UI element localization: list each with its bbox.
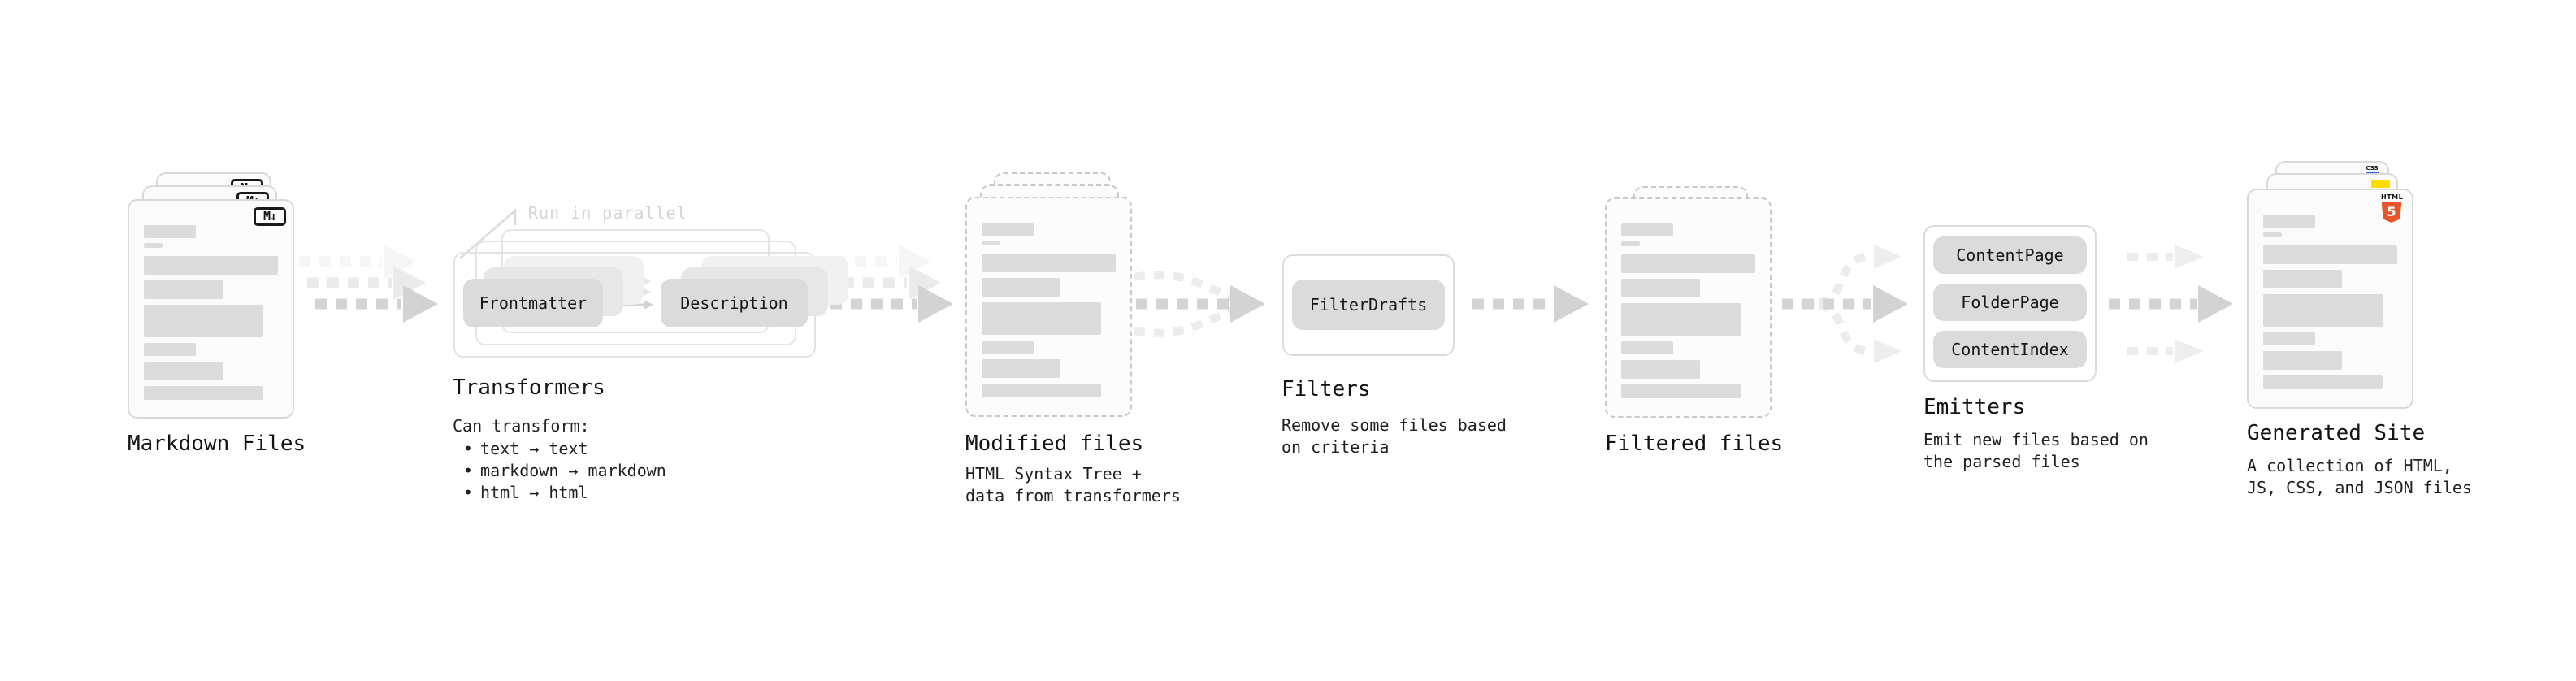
- text-placeholder-bar: [144, 305, 263, 337]
- description-pill: Description: [661, 279, 808, 327]
- text-placeholder-bar: [1621, 360, 1700, 379]
- js-icon: [2371, 180, 2390, 188]
- text-placeholder-bar: [982, 254, 1116, 272]
- transformers-bullets: • text → text • markdown → markdown • ht…: [453, 438, 666, 504]
- text-placeholder-bar: [2263, 332, 2315, 345]
- text-placeholder-bar: [2263, 294, 2383, 327]
- text-placeholder-bar: [1621, 303, 1741, 336]
- contentpage-pill: ContentPage: [1933, 236, 2087, 274]
- text-placeholder-bar: [144, 280, 223, 299]
- text-placeholder-bar: [2263, 270, 2342, 288]
- modified-files-description: HTML Syntax Tree + data from transformer…: [965, 464, 1181, 505]
- text-placeholder-bar: [2263, 232, 2282, 237]
- text-placeholder-bar: [144, 343, 196, 356]
- bullet-text: text → text: [480, 439, 588, 458]
- bullet-item: • html → html: [453, 482, 666, 504]
- text-placeholder-bar: [2263, 215, 2315, 228]
- filtered-files-label: Filtered files: [1605, 432, 1784, 456]
- text-placeholder-bar: [982, 241, 1000, 245]
- contentindex-pill: ContentIndex: [1933, 331, 2087, 368]
- text-placeholder-bar: [982, 384, 1101, 397]
- text-placeholder-bar: [144, 362, 223, 380]
- text-placeholder-bar: [1621, 254, 1755, 273]
- text-placeholder-bar: [982, 278, 1060, 297]
- bullet-item: • markdown → markdown: [453, 460, 666, 482]
- filterdrafts-pill: FilterDrafts: [1292, 280, 1445, 330]
- arrow-modified-to-filters: [1134, 271, 1265, 337]
- folderpage-pill: FolderPage: [1933, 284, 2087, 321]
- text-placeholder-bar: [982, 302, 1101, 335]
- markdown-icon: M↓: [254, 207, 286, 226]
- bullet-dot: •: [463, 439, 474, 458]
- text-placeholder-bar: [1621, 241, 1640, 246]
- bullet-text: html → html: [480, 483, 588, 502]
- arrow-transformers-to-modified: [814, 245, 953, 323]
- bullet-item: • text → text: [453, 438, 666, 460]
- text-placeholder-bar: [1621, 341, 1673, 354]
- html-file-card: HTML 5: [2247, 189, 2413, 409]
- text-placeholder-bar: [1621, 384, 1741, 398]
- text-placeholder-bar: [144, 256, 278, 275]
- arrow-markdown-to-transformers: [299, 245, 438, 323]
- generated-site-description: A collection of HTML, JS, CSS, and JSON …: [2247, 456, 2472, 497]
- text-placeholder-bar: [2263, 351, 2342, 370]
- filtered-file-card-front: [1605, 197, 1772, 418]
- emitters-label: Emitters: [1923, 395, 2026, 419]
- text-placeholder-bar: [144, 225, 196, 238]
- text-placeholder-bar: [144, 243, 163, 248]
- filters-description: Remove some files based on criteria: [1281, 415, 1507, 457]
- text-placeholder-bar: [144, 386, 263, 400]
- modified-files-label: Modified files: [965, 432, 1144, 456]
- bullet-dot: •: [463, 483, 474, 502]
- arrow-filtered-to-emitters: [1782, 245, 1908, 363]
- text-placeholder-bar: [982, 223, 1034, 236]
- text-placeholder-bar: [982, 359, 1060, 378]
- bullet-text: markdown → markdown: [480, 461, 666, 480]
- text-placeholder-bar: [1621, 223, 1673, 236]
- transformers-subtitle: Can transform:: [453, 416, 590, 436]
- text-placeholder-bar: [2263, 245, 2397, 264]
- arrow-emitters-to-site: [2109, 245, 2233, 363]
- markdown-files-label: Markdown Files: [128, 432, 306, 456]
- text-placeholder-bar: [982, 340, 1034, 354]
- text-placeholder-bar: [2263, 375, 2383, 389]
- emitters-description: Emit new files based on the parsed files: [1923, 430, 2149, 471]
- markdown-file-card-front: M↓: [128, 199, 294, 419]
- arrow-filters-to-filtered: [1472, 285, 1589, 323]
- bullet-dot: •: [463, 461, 474, 480]
- run-in-parallel-label: Run in parallel: [528, 203, 687, 223]
- modified-file-card-front: [965, 197, 1132, 417]
- html5-icon: HTML 5: [2381, 194, 2403, 223]
- frontmatter-pill: Frontmatter: [463, 279, 603, 327]
- text-placeholder-bar: [1621, 279, 1700, 297]
- transformers-label: Transformers: [453, 375, 605, 400]
- filters-label: Filters: [1281, 377, 1371, 401]
- generated-site-label: Generated Site: [2247, 421, 2426, 445]
